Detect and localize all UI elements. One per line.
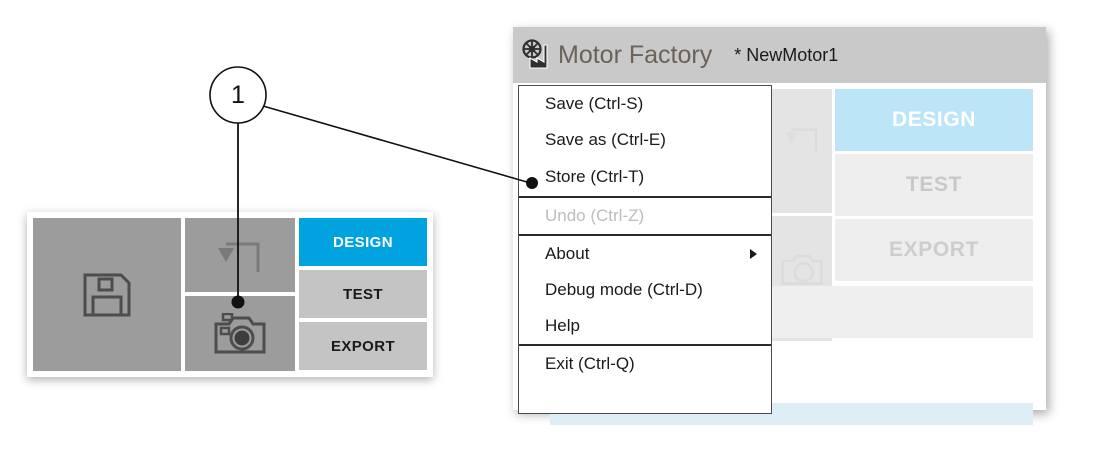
menu-item-store[interactable]: Store (Ctrl-T) [519,158,771,196]
menu-item-about[interactable]: About [519,236,771,272]
factory-gear-icon [522,39,548,69]
application-window: Motor Factory * NewMotor1 DESIGN [513,27,1046,425]
file-dropdown-menu[interactable]: Save (Ctrl-S) Save as (Ctrl-E) Store (Ct… [518,85,772,414]
menu-item-label: Exit (Ctrl-Q) [545,354,635,373]
undo-icon-faded [785,128,817,152]
menu-item-label: About [545,244,590,263]
mode-label-test: TEST [905,173,963,196]
inset-mode-label-export: EXPORT [330,337,396,355]
menu-item-label: Undo (Ctrl-Z) [545,206,645,225]
title-bar: Motor Factory * NewMotor1 [513,27,1046,83]
mode-button-design[interactable]: DESIGN [835,89,1033,151]
inset-mode-button-test[interactable]: TEST [299,270,427,318]
app-title: Motor Factory [558,40,713,69]
save-icon [83,273,131,316]
menu-item-save-as[interactable]: Save as (Ctrl-E) [519,122,771,158]
inset-mode-button-design[interactable]: DESIGN [299,218,427,266]
menu-item-label: Store (Ctrl-T) [545,167,645,186]
menu-item-label: Help [545,316,580,335]
mode-label-design: DESIGN [891,108,977,131]
menu-item-label: Debug mode (Ctrl-D) [545,280,703,299]
camera-icon [214,312,266,353]
menu-item-help[interactable]: Help [519,308,771,344]
mode-button-export[interactable]: EXPORT [835,219,1033,281]
inset-save-button[interactable] [33,218,181,371]
inset-undo-button[interactable] [185,218,295,292]
inset-mode-label-test: TEST [343,285,383,303]
menu-item-label: Save as (Ctrl-E) [545,130,666,149]
toolbar-detail-inset: DESIGN TEST EXPORT [27,212,433,377]
menu-separator [519,196,771,198]
inset-camera-button[interactable] [185,296,295,371]
undo-icon [218,242,260,272]
content-placeholder [772,286,1033,338]
menu-item-label: Save (Ctrl-S) [545,94,644,113]
inset-mode-button-export[interactable]: EXPORT [299,322,427,370]
menu-item-undo: Undo (Ctrl-Z) [519,198,771,234]
callout-number: 1 [231,80,245,109]
inset-mode-label-design: DESIGN [333,233,393,251]
inset-grid: DESIGN TEST EXPORT [33,218,427,371]
file-name-label: * NewMotor1 [734,44,839,65]
menu-item-debug-mode[interactable]: Debug mode (Ctrl-D) [519,272,771,308]
menu-separator [519,344,771,346]
camera-icon-faded [781,254,823,285]
bg-toolbar-column-top[interactable] [772,89,832,213]
callout-leader-line-diagonal [262,105,528,183]
chevron-right-icon [750,249,757,259]
menu-item-exit[interactable]: Exit (Ctrl-Q) [519,346,771,382]
menu-item-save[interactable]: Save (Ctrl-S) [519,86,771,122]
menu-separator [519,234,771,236]
mode-button-test[interactable]: TEST [835,154,1033,216]
mode-label-export: EXPORT [889,238,979,261]
